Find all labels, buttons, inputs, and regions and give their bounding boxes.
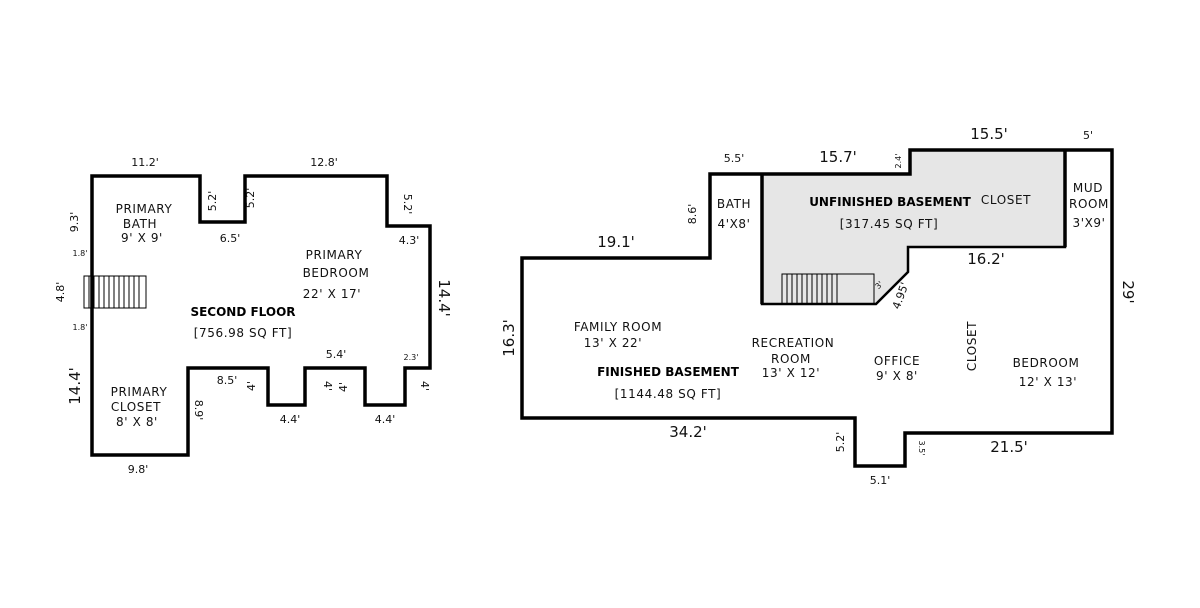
dim-left-stair-bottom: 1.8' [73,323,88,332]
dim-bump2-bottom: 4.4' [375,413,396,426]
finished-basement-area-label: [1144.48 SQ FT] [615,387,722,401]
primary-bath-label-1: PRIMARY [116,202,173,216]
dim-b-notch-bottom: 5.1' [870,474,891,487]
basement-stairs [781,273,875,305]
dim-closet-top: 8.5' [217,374,238,387]
primary-closet-size: 8' X 8' [116,415,158,429]
primary-closet-label-1: PRIMARY [111,385,168,399]
dim-b-unf-top-left: 15.7' [819,148,857,166]
dim-b-bottom-right: 21.5' [990,438,1028,456]
bath-label: BATH [717,197,751,211]
dim-bump1-left: 4' [245,381,258,391]
unfinished-basement-area-label: [317.45 SQ FT] [840,217,938,231]
dim-bump1-bottom: 4.4' [280,413,301,426]
dim-notch-bottom: 6.5' [220,232,241,245]
bedroom-size: 12' X 13' [1019,375,1077,389]
dim-bump1-right: 4' [321,381,334,391]
dim-top-right: 12.8' [310,156,338,169]
bedroom-label: BEDROOM [1013,356,1080,370]
dim-top-left: 11.2' [131,156,159,169]
dim-notch-right: 5.2' [244,188,257,209]
office-label: OFFICE [874,354,920,368]
second-floor-title: SECOND FLOOR [190,305,295,319]
dim-b-bath-top: 5.5' [724,152,745,165]
mud-room-size: 3'X9' [1072,216,1105,230]
dim-bump2-left: 4' [337,382,350,392]
dim-b-right: 29' [1119,280,1137,303]
primary-bedroom-label-1: PRIMARY [306,248,363,262]
mud-room-label-2: ROOM [1069,197,1109,211]
dim-right-small: 2.3' [404,353,419,362]
dim-left-stair: 4.8' [54,282,67,303]
mud-room-label-1: MUD [1073,181,1103,195]
recreation-room-label-2: ROOM [771,352,811,366]
second-floor-stairs [83,275,147,309]
primary-bath-label-2: BATH [123,217,157,231]
dim-left-stair-top: 1.8' [73,249,88,258]
dim-bottom-closet: 9.8' [128,463,149,476]
family-room-label: FAMILY ROOM [574,320,662,334]
second-floor-plan: PRIMARY BATH 9' X 9' PRIMARY BEDROOM 22'… [54,156,453,476]
office-size: 9' X 8' [876,369,918,383]
dim-b-left-top: 19.1' [597,233,635,251]
dim-left-lower: 14.4' [66,367,84,405]
basement-outline [520,148,1114,468]
finished-basement-title: FINISHED BASEMENT [597,365,740,379]
closet-vertical-label: CLOSET [965,321,979,371]
dim-mid-top: 5.4' [326,348,347,361]
recreation-room-size: 13' X 12' [762,366,820,380]
dim-b-bottom-left: 34.2' [669,423,707,441]
dim-b-notch-left: 5.2' [834,432,847,453]
unfinished-basement-title: UNFINISHED BASEMENT [809,195,971,209]
dim-closet-right: 8.9' [192,400,205,421]
dim-right-step: 5.2' [401,194,414,215]
dim-b-mud-top: 5' [1083,129,1093,142]
recreation-room-label-1: RECREATION [752,336,835,350]
dim-b-unf-bottom: 16.2' [967,250,1005,268]
dim-b-left: 16.3' [500,319,518,357]
dim-bump2-right: 4' [418,381,431,391]
family-room-size: 13' X 22' [584,336,642,350]
closet-top-label: CLOSET [981,193,1031,207]
dim-b-notch-right: 3.5' [917,441,926,456]
primary-closet-label-2: CLOSET [111,400,161,414]
basement-plan: BATH 4'X8' UNFINISHED BASEMENT [317.45 S… [500,125,1137,487]
dim-left-upper: 9.3' [68,212,81,233]
second-floor-outline [90,174,432,457]
primary-bedroom-size: 22' X 17' [303,287,361,301]
dim-notch-left: 5.2' [206,191,219,212]
second-floor-area: [756.98 SQ FT] [194,326,292,340]
dim-right-step-h: 4.3' [399,234,420,247]
dim-b-unf-step: 2.4' [894,154,903,169]
dim-b-bath-left: 8.6' [686,204,699,225]
dim-b-stair-small: 3' [873,279,885,291]
dim-b-unf-top-right: 15.5' [970,125,1008,143]
bath-size: 4'X8' [717,217,750,231]
primary-bath-size: 9' X 9' [121,231,163,245]
dim-right: 14.4' [435,279,453,317]
primary-bedroom-label-2: BEDROOM [303,266,370,280]
